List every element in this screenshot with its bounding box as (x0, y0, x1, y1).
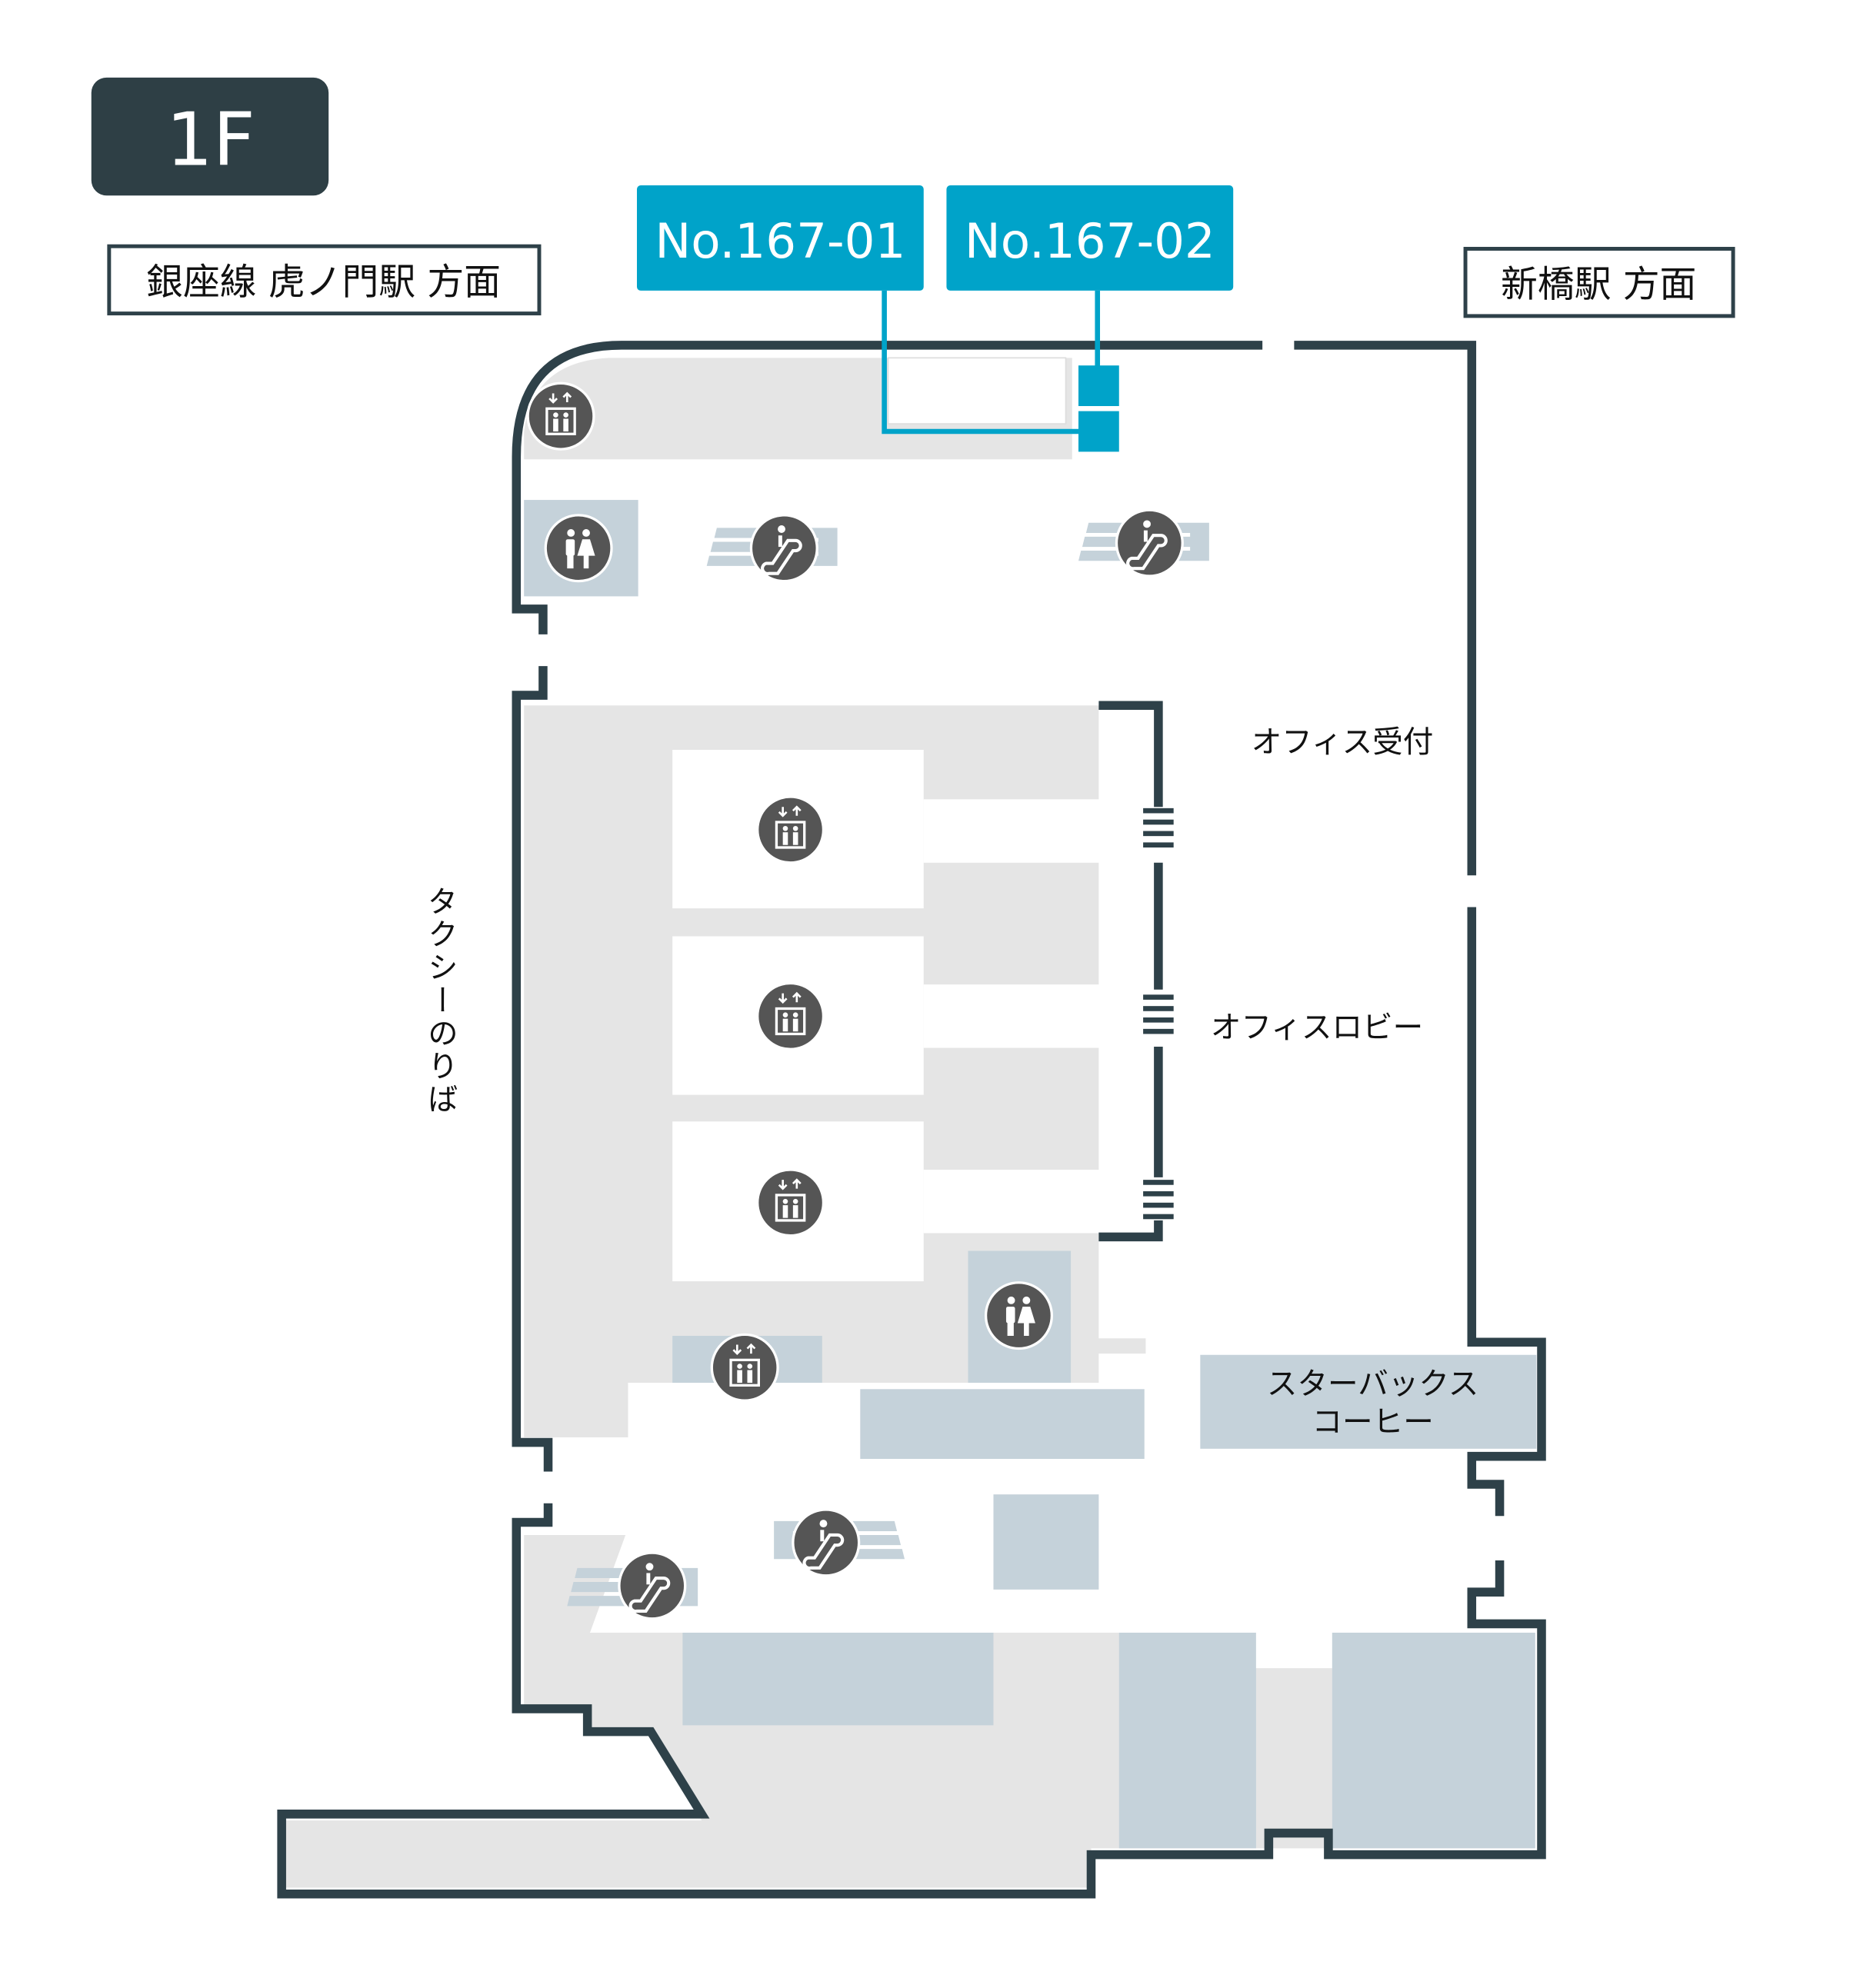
stairs-icon (1143, 808, 1174, 847)
stairs-icon (1143, 994, 1174, 1034)
direction-right-label: 新橋駅 方面 (1501, 264, 1696, 306)
stairs-icon (1143, 1180, 1174, 1220)
unit-167-02-label[interactable]: No.167-02 (946, 185, 1234, 291)
direction-right: 新橋駅 方面 (1463, 247, 1735, 318)
core-gap (923, 799, 1102, 863)
elevator-icon (756, 1168, 825, 1237)
starbucks-label-line2: コーヒー (1312, 1404, 1433, 1440)
unit-167-02-location[interactable] (1078, 365, 1119, 407)
restroom-icon (544, 514, 613, 583)
core-gap (923, 1169, 1102, 1234)
shop-area-bottom-2 (1118, 1632, 1256, 1849)
outer-wall (512, 666, 553, 1472)
starbucks-area (1200, 1354, 1537, 1449)
unit-167-01-label[interactable]: No.167-01 (636, 185, 924, 291)
restroom-icon (984, 1281, 1053, 1350)
elevator-icon (526, 381, 595, 451)
office-lobby-label: オフィスロビー (1211, 1010, 1423, 1045)
outer-wall (1294, 341, 1477, 876)
inner-wall (1098, 701, 1163, 1242)
elevator-icon (756, 981, 825, 1051)
shop-area-center (860, 1389, 1145, 1459)
outer-wall (277, 1503, 1546, 1899)
escalator-icon (619, 1553, 685, 1619)
escalator-icon (1116, 510, 1182, 576)
unit-167-02-text: No.167-02 (965, 213, 1215, 269)
office-reception-label: オフィス受付 (1252, 724, 1434, 760)
elevator-icon (710, 1333, 779, 1402)
shop-area-bottom-3 (1332, 1632, 1535, 1849)
passage-area (1255, 1632, 1332, 1669)
floor-badge: 1F (91, 77, 329, 196)
direction-left: 銀座線 虎ノ門駅 方面 (107, 244, 542, 316)
elevator-icon (756, 795, 825, 864)
unit-167-01-location[interactable] (1078, 411, 1119, 452)
shop-area-small (993, 1494, 1099, 1590)
top-back-room (887, 357, 1067, 425)
floor-label: 1F (166, 97, 255, 183)
taxi-stand-label: タクシーのりば (422, 885, 458, 1116)
outer-wall (512, 341, 1263, 634)
starbucks-label-line1: スターバックス (1267, 1367, 1478, 1402)
shop-area-bottom-1 (682, 1632, 994, 1726)
unit-leader-line-01 (882, 290, 1078, 435)
direction-left-label: 銀座線 虎ノ門駅 方面 (146, 261, 501, 304)
escalator-icon (793, 1510, 859, 1576)
core-gap (923, 984, 1102, 1048)
escalator-icon (751, 515, 817, 581)
outer-wall (1467, 907, 1546, 1517)
unit-167-01-text: No.167-01 (655, 213, 905, 269)
